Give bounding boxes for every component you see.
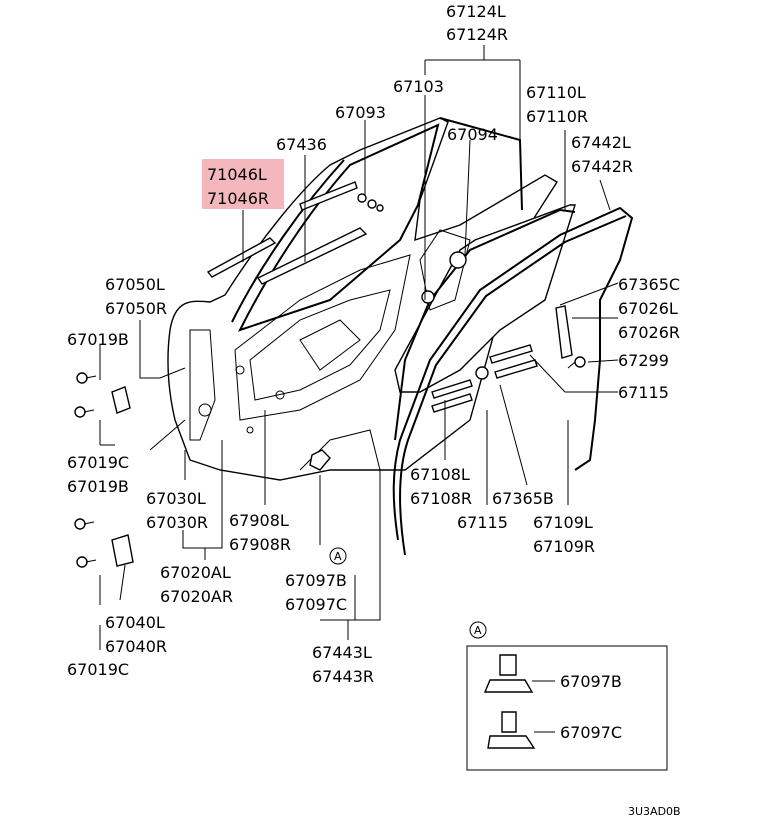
label-67020AR: 67020AR xyxy=(160,587,233,606)
label-67050L: 67050L xyxy=(105,275,165,294)
label-67124R: 67124R xyxy=(446,25,508,44)
label-67020AL: 67020AL xyxy=(160,563,231,582)
label-67108R: 67108R xyxy=(410,489,472,508)
label-67110R: 67110R xyxy=(526,107,588,126)
label-67442L: 67442L xyxy=(571,133,631,152)
label-67026R: 67026R xyxy=(618,323,680,342)
label-67365B: 67365B xyxy=(492,489,554,508)
label-67443L: 67443L xyxy=(312,643,372,662)
label-71046R: 71046R xyxy=(207,189,269,208)
label-67094: 67094 xyxy=(447,125,498,144)
label-67299: 67299 xyxy=(618,351,669,370)
label-67443R: 67443R xyxy=(312,667,374,686)
inset-ref-a-letter: A xyxy=(474,624,482,637)
label-67115-bottom: 67115 xyxy=(457,513,508,532)
label-67124L: 67124L xyxy=(446,2,506,21)
label-inset-67097C: 67097C xyxy=(560,723,622,742)
label-67019C-bottom: 67019C xyxy=(67,660,129,679)
diagram-code: 3U3AD0B xyxy=(628,805,681,818)
label-inset-67097B: 67097B xyxy=(560,672,622,691)
label-67097C: 67097C xyxy=(285,595,347,614)
label-67019C-mid: 67019C xyxy=(67,453,129,472)
label-67019B-mid: 67019B xyxy=(67,477,129,496)
ref-a-main-letter: A xyxy=(334,550,342,563)
label-67050R: 67050R xyxy=(105,299,167,318)
inset-ref-a: A xyxy=(469,621,487,639)
label-67436: 67436 xyxy=(276,135,327,154)
label-67442R: 67442R xyxy=(571,157,633,176)
label-71046L: 71046L xyxy=(207,165,267,184)
label-67026L: 67026L xyxy=(618,299,678,318)
label-67365C: 67365C xyxy=(618,275,680,294)
label-67040R: 67040R xyxy=(105,637,167,656)
label-67108L: 67108L xyxy=(410,465,470,484)
label-67109L: 67109L xyxy=(533,513,593,532)
label-67908L: 67908L xyxy=(229,511,289,530)
door-drawing xyxy=(74,117,634,568)
inset-detail xyxy=(466,645,668,771)
label-67908R: 67908R xyxy=(229,535,291,554)
leader-lines xyxy=(99,45,619,650)
label-67097B: 67097B xyxy=(285,571,347,590)
label-67030R: 67030R xyxy=(146,513,208,532)
label-67109R: 67109R xyxy=(533,537,595,556)
label-67093: 67093 xyxy=(335,103,386,122)
label-67115-right: 67115 xyxy=(618,383,669,402)
label-67110L: 67110L xyxy=(526,83,586,102)
highlight-71046 xyxy=(202,159,284,209)
labels: 67124L 67124R 67103 67110L 67110R 67093 … xyxy=(67,2,681,818)
ref-a-main: A xyxy=(329,547,347,565)
label-67040L: 67040L xyxy=(105,613,165,632)
label-67030L: 67030L xyxy=(146,489,206,508)
label-67019B-top: 67019B xyxy=(67,330,129,349)
label-67103: 67103 xyxy=(393,77,444,96)
